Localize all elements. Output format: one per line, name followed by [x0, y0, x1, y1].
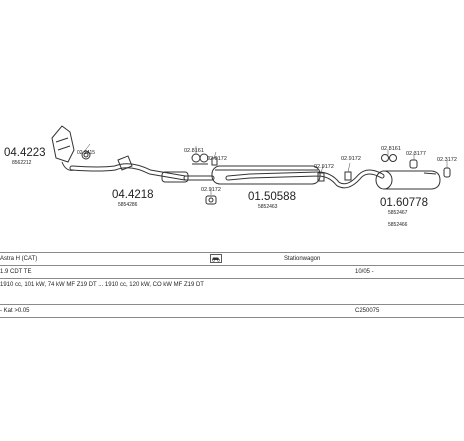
part-sub-catalytic-converter: 8562212: [12, 160, 32, 166]
exhaust-system-diagram: 04.4223 8562212 02.9415 04.4218 5854286 …: [4, 125, 457, 228]
info-row-engine: 1.9 CDT TE 10/05 -: [0, 265, 464, 279]
catalytic-converter-shape: [51, 125, 75, 171]
part-number-rear-clamp-2: 02.9172: [341, 156, 361, 162]
rear-clamp-2-shape: [344, 171, 352, 181]
part-sub-rear-silencer: 5852467: [388, 210, 408, 216]
info-row-model: Astra H (CAT) Stationwagon: [0, 252, 464, 266]
part-number-catalytic-converter: 04.4223: [4, 147, 46, 159]
flex-section-shape: [117, 155, 133, 171]
part-number-centre-hanger: 02.9172: [207, 156, 227, 162]
centre-silencer-shape: [211, 165, 321, 185]
vehicle-date: 10/05 -: [355, 269, 374, 275]
rear-mount-2-shape: [409, 159, 418, 169]
vehicle-spec: 1910 cc, 101 kW, 74 kW MF Z19 DT ... 191…: [0, 282, 204, 288]
part-number-rear-silencer: 01.60778: [380, 197, 428, 209]
vehicle-engine: 1.9 CDT TE: [0, 269, 32, 275]
part-sub-front-pipe: 5854286: [118, 202, 138, 208]
rear-mount-3-shape: [443, 167, 451, 178]
vehicle-code: C250075: [355, 308, 380, 314]
centre-mount-shape: [191, 153, 209, 165]
part-number-rear-mount-1: 02.8161: [381, 146, 401, 152]
vehicle-note: - Kat >0.05: [0, 308, 30, 314]
part-number-centre-silencer: 01.50588: [248, 191, 296, 203]
part-number-centre-bracket: 02.9172: [201, 187, 221, 193]
info-row-note: - Kat >0.05 C250075: [0, 304, 464, 318]
centre-bracket-shape: [205, 195, 217, 205]
centre-hanger-shape: [211, 157, 218, 166]
part-number-front-pipe: 04.4218: [112, 189, 154, 201]
part-number-front-clamp: 02.9415: [77, 150, 95, 156]
part-number-rear-mount-2: 02.3177: [406, 151, 426, 157]
info-row-spec: 1910 cc, 101 kW, 74 kW MF Z19 DT ... 191…: [0, 278, 464, 292]
part-sub-centre-silencer: 5852463: [258, 204, 278, 210]
car-icon: [210, 254, 222, 263]
info-row-end: [0, 317, 464, 318]
part-sub2-rear-silencer: 5852466: [388, 222, 408, 228]
front-clamp-shape: [81, 150, 91, 160]
rear-mount-1-shape: [381, 154, 397, 162]
vehicle-model: Astra H (CAT): [0, 256, 38, 262]
part-number-rear-mount-3: 02.3172: [437, 157, 457, 163]
rear-silencer-shape: [375, 170, 441, 190]
part-number-centre-mount: 02.8161: [184, 148, 204, 154]
vehicle-body: Stationwagon: [284, 256, 321, 262]
part-number-rear-clamp-1: 02.9172: [314, 164, 334, 170]
centre-pipe-shape: [161, 171, 189, 183]
